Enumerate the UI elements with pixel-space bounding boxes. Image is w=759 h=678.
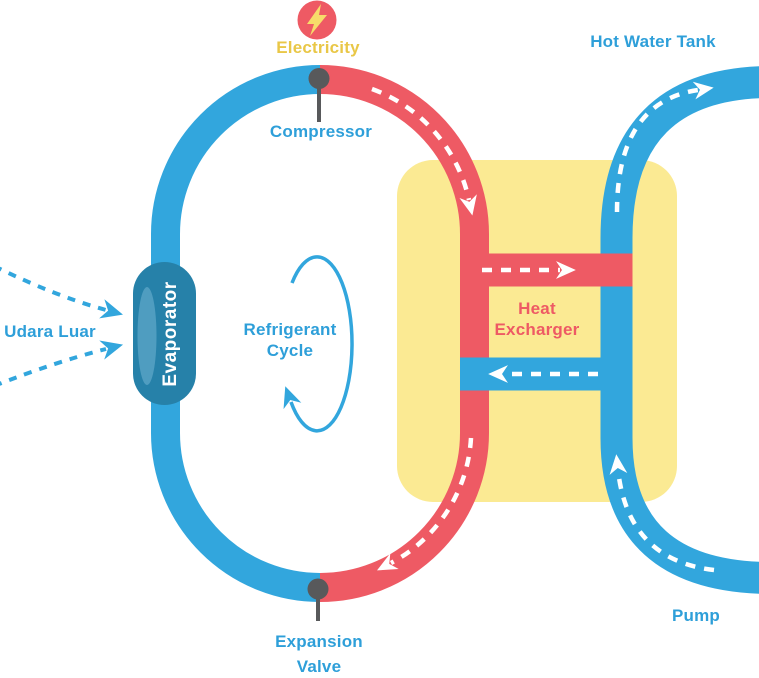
heat-exchanger-label-line2: Excharger	[494, 320, 580, 339]
evaporator-label: Evaporator	[160, 281, 181, 387]
evaporator-highlight	[137, 287, 157, 385]
udara-luar-label: Udara Luar	[4, 322, 96, 341]
refrigerant-cycle-label-line1: Refrigerant	[243, 320, 337, 339]
electricity-label: Electricity	[276, 38, 360, 57]
compressor-label: Compressor	[269, 122, 373, 141]
flow-arrow-compressor-down	[371, 86, 477, 216]
heat-exchanger-label-line1: Heat	[518, 299, 556, 318]
heat-exchanger-label: Heat Excharger	[495, 298, 580, 340]
air-arrow-bottom	[0, 340, 124, 386]
refrigerant-cycle-label: Refrigerant Cycle	[244, 319, 337, 361]
pump-label: Pump	[671, 606, 721, 625]
evaporator-unit	[133, 262, 196, 405]
electricity-badge	[297, 0, 337, 40]
hot-water-tank-label: Hot Water Tank	[590, 32, 716, 51]
compressor-dot	[308, 68, 330, 89]
expansion-valve-dot	[307, 578, 329, 600]
expansion-valve-marker	[307, 578, 329, 621]
compressor-marker	[308, 68, 330, 122]
air-arrow-top	[0, 266, 123, 319]
exchanger-cold-bar	[460, 357, 633, 391]
expansion-valve-label-line1: Expansion	[275, 632, 363, 651]
flow-arrow-to-tank	[614, 81, 714, 213]
flow-arrow-to-expansion	[377, 437, 474, 571]
lightning-bolt-icon	[307, 4, 327, 36]
flow-direction-arrows	[371, 81, 715, 573]
refrigerant-cycle-arrow	[283, 255, 354, 433]
refrigerant-cycle-label-line2: Cycle	[266, 341, 314, 360]
expansion-valve-label-line2: Valve	[296, 657, 342, 676]
expansion-valve-label: Expansion Valve	[275, 629, 363, 678]
